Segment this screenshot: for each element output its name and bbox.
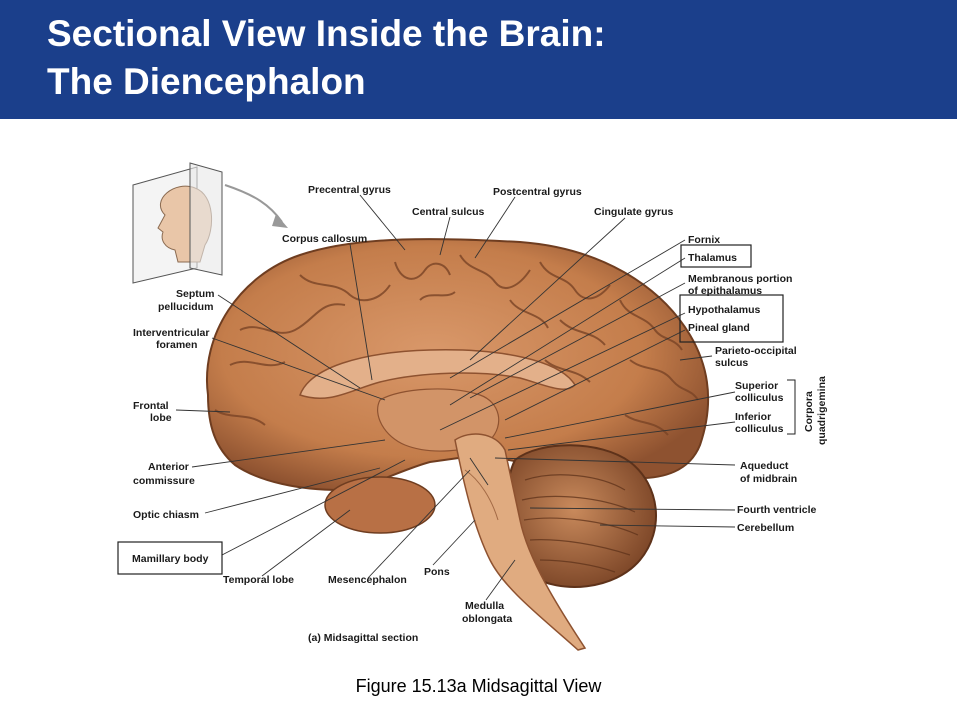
label-fourth-ventricle: Fourth ventricle: [737, 504, 817, 516]
label-interventricular: Interventricular: [133, 327, 209, 339]
hypothalamus-box: [679, 294, 784, 343]
label-mamillary-body: Mamillary body: [132, 553, 209, 565]
label-pellucidum: pellucidum: [158, 301, 213, 313]
label-precentral-gyrus: Precentral gyrus: [308, 184, 391, 196]
label-superior: Superior: [735, 380, 778, 392]
label-mesencephalon: Mesencephalon: [328, 574, 407, 586]
label-lobe: lobe: [150, 412, 172, 424]
label-septum: Septum: [176, 288, 215, 300]
label-medulla: Medulla: [465, 600, 504, 612]
temporal-lobe: [324, 476, 436, 534]
label-anterior: Anterior: [148, 461, 189, 473]
corpora-bracket: [787, 379, 796, 435]
slide-title: Sectional View Inside the Brain: The Die…: [47, 10, 606, 106]
label-postcentral-gyrus: Postcentral gyrus: [493, 186, 582, 198]
orientation-head-icon: [132, 162, 288, 284]
label-thalamus: Thalamus: [688, 252, 737, 264]
label-of-epithalamus: of epithalamus: [688, 285, 762, 297]
title-bar: Sectional View Inside the Brain: The Die…: [0, 0, 957, 119]
label-inferior: Inferior: [735, 411, 771, 423]
label-inferior-colliculus: colliculus: [735, 423, 784, 435]
label-cerebellum: Cerebellum: [737, 522, 794, 534]
label-pineal-gland: Pineal gland: [688, 322, 750, 334]
mamillary-body-box: [117, 541, 223, 575]
label-frontal: Frontal: [133, 400, 169, 412]
label-midsagittal-section: (a) Midsagittal section: [308, 632, 418, 644]
label-commissure: commissure: [133, 475, 195, 487]
label-hypothalamus: Hypothalamus: [688, 304, 761, 316]
label-parieto-occipital: Parieto-occipital: [715, 345, 797, 357]
brain-specimen: [206, 238, 709, 651]
label-central-sulcus: Central sulcus: [412, 206, 485, 218]
slide-title-line-1: Sectional View Inside the Brain:: [47, 13, 606, 54]
label-fornix: Fornix: [688, 234, 720, 246]
label-pons: Pons: [424, 566, 450, 578]
brain-midsagittal-diagram: Precentral gyrus Postcentral gyrus Centr…: [117, 162, 828, 651]
label-corpus-callosum: Corpus callosum: [282, 233, 367, 245]
label-membranous-portion: Membranous portion: [688, 273, 792, 285]
label-optic-chiasm: Optic chiasm: [133, 509, 199, 521]
label-superior-colliculus: colliculus: [735, 392, 784, 404]
label-of-midbrain: of midbrain: [740, 473, 797, 485]
slide-title-line-2: The Diencephalon: [47, 61, 366, 102]
label-cingulate-gyrus: Cingulate gyrus: [594, 206, 674, 218]
label-oblongata: oblongata: [462, 613, 512, 625]
label-foramen: foramen: [156, 339, 197, 351]
label-sulcus: sulcus: [715, 357, 748, 369]
label-quadrigemina: quadrigemina: [816, 376, 828, 445]
label-aqueduct: Aqueduct: [740, 460, 789, 472]
figure-caption: Figure 15.13a Midsagittal View: [355, 676, 602, 696]
leader-lines: [175, 194, 736, 601]
label-temporal-lobe: Temporal lobe: [223, 574, 294, 586]
label-corpora: Corpora: [803, 391, 815, 432]
brainstem: [454, 433, 587, 651]
thalamus-box: [680, 244, 752, 268]
